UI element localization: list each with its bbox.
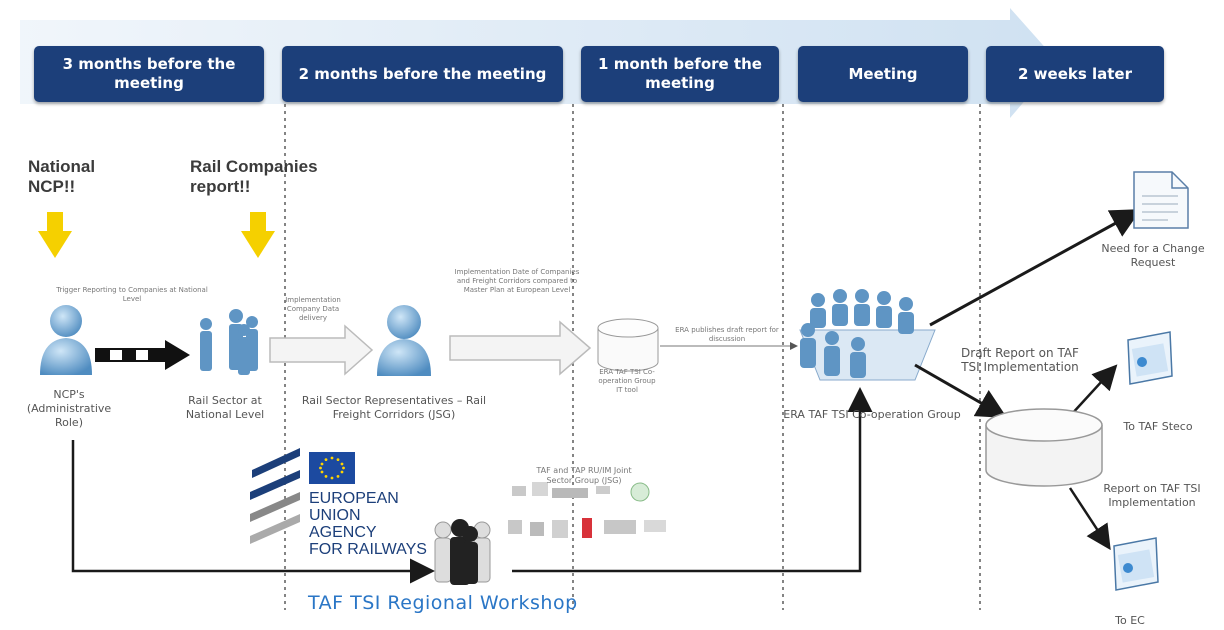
it-tool-database-icon: [597, 318, 659, 372]
phase-1-month: 1 month before the meeting: [581, 46, 779, 102]
ec-arrow: [1068, 487, 1111, 551]
representatives-label: Rail Sector Representatives – Rail Freig…: [301, 394, 487, 421]
workshop-to-meeting-arrow: [512, 387, 873, 573]
yellow-arrow-ncp-icon: [38, 212, 72, 258]
agency-line-4: FOR RAILWAYS: [309, 541, 427, 558]
document-icon: [1133, 171, 1189, 229]
yellow-arrow-report-icon: [241, 212, 275, 258]
rail-companies-report-label: Rail Companies report!!: [190, 157, 318, 196]
workshop-title: TAF TSI Regional Workshop: [308, 592, 578, 614]
eu-agency-logo-stripes: [250, 448, 300, 544]
jsg-member-logos: [508, 482, 666, 538]
workshop-people-icon: [434, 519, 491, 585]
change-request-arrow: [929, 209, 1142, 327]
ncp-to-workshop-arrow: [71, 440, 435, 584]
ec-screen-icon: [1113, 537, 1159, 591]
hollow-arrow-2: [449, 320, 592, 376]
ncp-person-icon: [40, 305, 92, 375]
publish-note: ERA publishes draft report for discussio…: [675, 326, 779, 343]
to-ec-label: To EC: [1115, 614, 1145, 627]
trigger-note: Trigger Reporting to Companies at Nation…: [56, 286, 208, 303]
national-ncp-label: National NCP!!: [28, 157, 96, 196]
jsg-label: TAF and TAP RU/IM Joint Sector Group (JS…: [536, 466, 632, 485]
rail-sector-people-icon: [200, 309, 258, 375]
compare-note: Implementation Date of Companies and Fre…: [454, 268, 580, 294]
phase-2-months: 2 months before the meeting: [282, 46, 563, 102]
report-database-icon: [985, 408, 1103, 487]
to-steco-label: To TAF Steco: [1123, 420, 1193, 433]
agency-line-3: AGENCY: [309, 524, 377, 541]
hollow-arrow-1: [269, 324, 374, 376]
draft-report-label: Draft Report on TAF TSI Implementation: [961, 346, 1079, 374]
steco-screen-icon: [1127, 331, 1173, 385]
change-request-label: Need for a Change Request: [1101, 242, 1205, 269]
coop-group-label: ERA TAF TSI Co-operation Group: [783, 408, 961, 421]
eu-flag-icon: [309, 452, 355, 484]
meeting-group-icon: [799, 289, 936, 381]
agency-line-1: EUROPEAN: [309, 490, 399, 507]
rail-sector-label: Rail Sector at National Level: [185, 394, 265, 421]
it-tool-label: ERA TAF TSI Co-operation Group IT tool: [598, 368, 656, 394]
report-db-arrow: [914, 363, 1008, 418]
phase-meeting: Meeting: [798, 46, 968, 102]
ncp-label: NCP's (Administrative Role): [26, 388, 112, 429]
agency-line-2: UNION: [309, 507, 361, 524]
implementation-data-note: Implementation Company Data delivery: [285, 296, 341, 322]
phase-2-weeks: 2 weeks later: [986, 46, 1164, 102]
steco-arrow: [1069, 364, 1118, 417]
report-label: Report on TAF TSI Implementation: [1103, 482, 1201, 509]
phase-3-months: 3 months before the meeting: [34, 46, 264, 102]
representative-person-icon: [377, 305, 431, 376]
striped-arrow-icon: [95, 340, 190, 370]
